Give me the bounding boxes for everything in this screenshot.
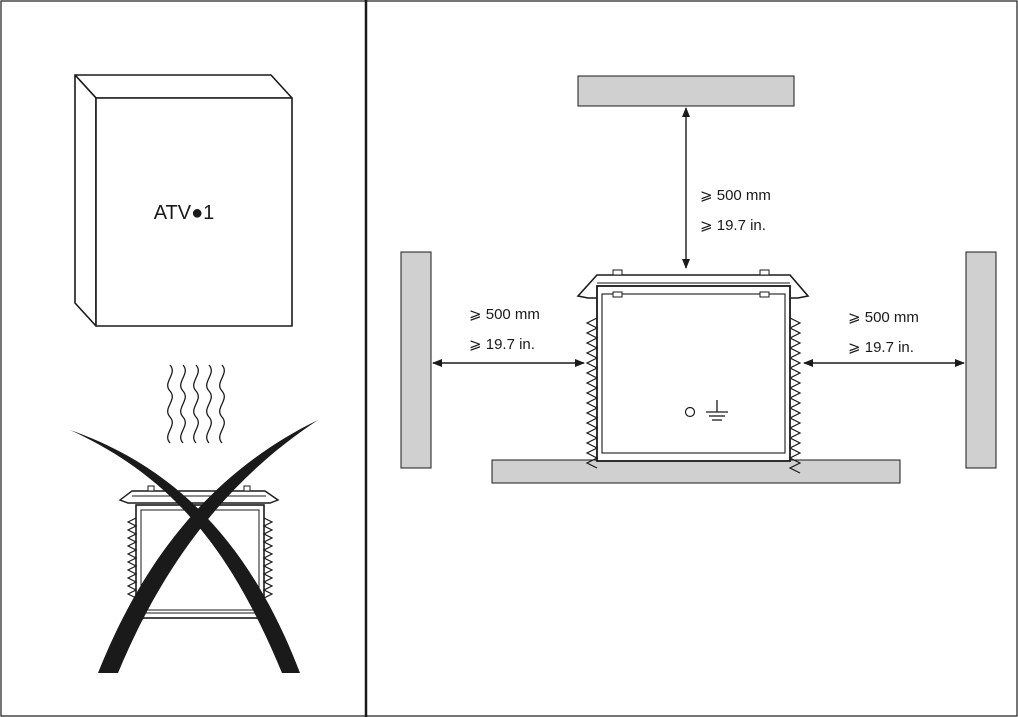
heat-waves-icon bbox=[167, 364, 225, 444]
right-clearance-imperial: ⩾ 19.7 in. bbox=[848, 339, 914, 356]
cabinet-top-face bbox=[74, 74, 293, 99]
left-clearance-metric: ⩾ 500 mm bbox=[469, 306, 540, 323]
left-clearance-imperial: ⩾ 19.7 in. bbox=[469, 336, 535, 353]
large-drive-fins-right bbox=[788, 317, 802, 474]
left-panel: ATV●1 bbox=[70, 74, 318, 673]
top-clearance-metric: ⩾ 500 mm bbox=[700, 187, 771, 204]
drive-cabinet-3d bbox=[74, 74, 293, 327]
large-drive-body bbox=[596, 285, 791, 462]
top-clearance-imperial: ⩾ 19.7 in. bbox=[700, 217, 766, 234]
ground-symbol-icon bbox=[706, 400, 728, 421]
device-label: ATV●1 bbox=[154, 202, 215, 224]
large-drive-front bbox=[576, 269, 810, 474]
right-clearance-metric: ⩾ 500 mm bbox=[848, 309, 919, 326]
cabinet-front-face bbox=[95, 97, 293, 327]
ceiling-surface bbox=[577, 75, 795, 107]
right-wall-surface bbox=[965, 251, 997, 469]
right-panel: ⩾ 500 mm ⩾ 19.7 in. ⩾ 500 mm ⩾ 19.7 in. … bbox=[400, 75, 997, 484]
small-drive-fins-right bbox=[262, 517, 274, 599]
prohibited-cross-icon bbox=[70, 420, 318, 673]
small-drive-fins-left bbox=[126, 517, 138, 599]
small-drive-hood bbox=[118, 490, 280, 504]
floor-surface bbox=[491, 459, 901, 484]
left-wall-surface bbox=[400, 251, 432, 469]
cabinet-side-face bbox=[74, 74, 97, 327]
terminal-circle-icon bbox=[684, 406, 696, 418]
large-drive-fins-left bbox=[585, 317, 599, 469]
